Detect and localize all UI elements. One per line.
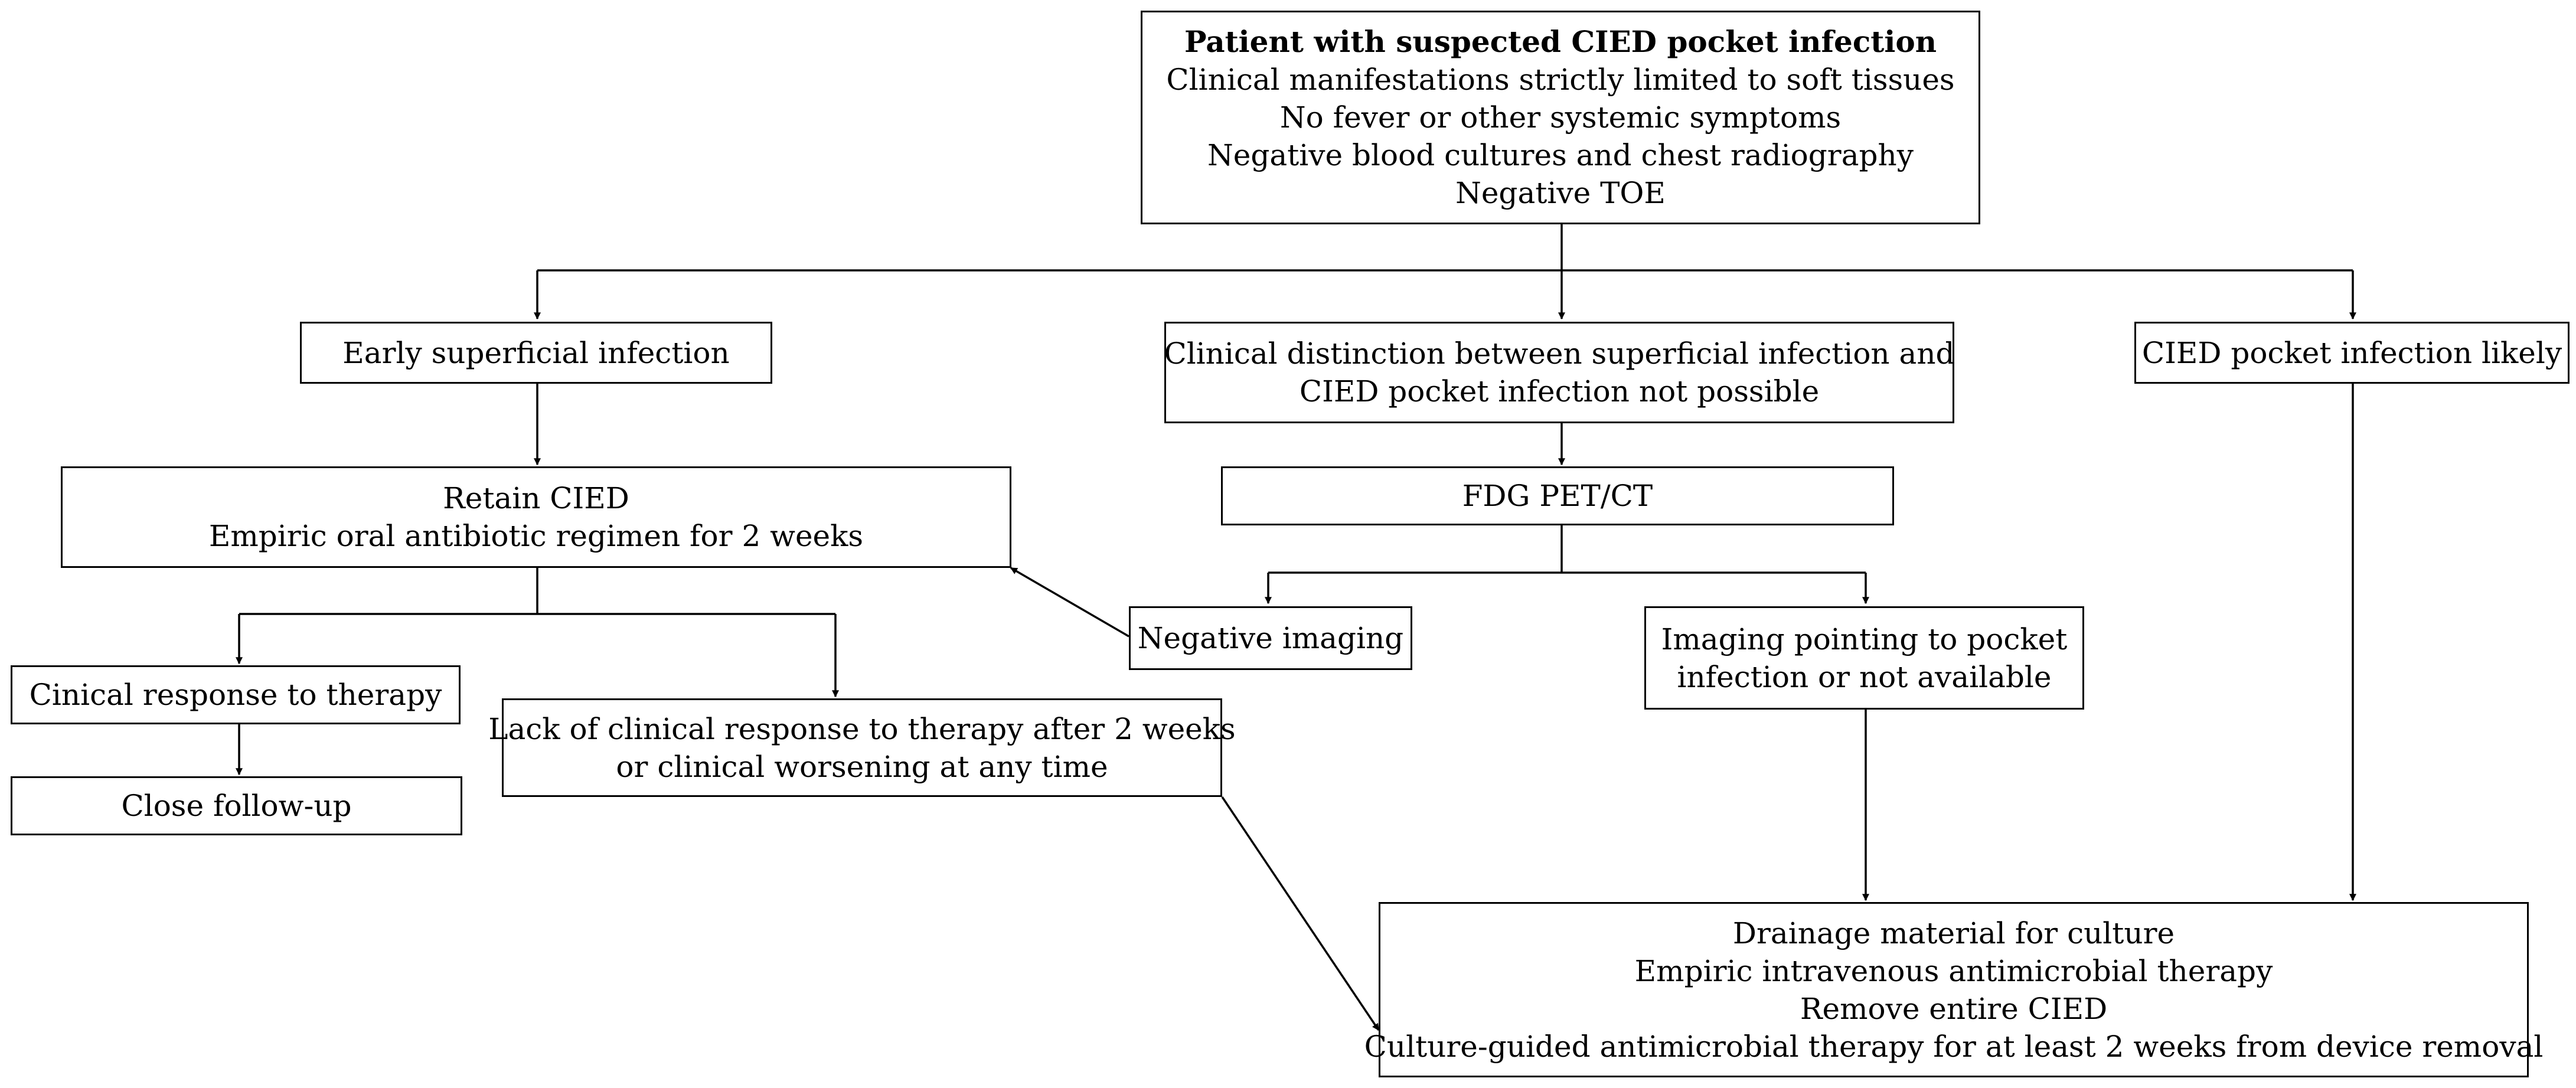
node-negative-imaging-label: Negative imaging <box>1137 621 1404 655</box>
node-clinical-response-label: Cinical response to therapy <box>29 678 442 712</box>
node-imaging-positive: Imaging pointing to pocket infection or … <box>1644 606 2084 710</box>
node-close-followup-label: Close follow-up <box>121 789 352 823</box>
node-fdg: FDG PET/CT <box>1221 466 1894 525</box>
node-imaging-positive-line-2: infection or not available <box>1677 659 2052 694</box>
node-distinction: Clinical distinction between superficial… <box>1164 322 1955 423</box>
node-start-line-4: Negative TOE <box>1455 176 1666 210</box>
node-drainage-line-3: Remove entire CIED <box>1800 991 2108 1026</box>
node-drainage-line-2: Empiric intravenous antimicrobial therap… <box>1634 953 2273 988</box>
node-start-line-1: Clinical manifestations strictly limited… <box>1166 63 1955 97</box>
node-close-followup: Close follow-up <box>11 776 462 835</box>
edge-negative-imaging-to-retain <box>1010 567 1129 638</box>
node-clinical-response: Cinical response to therapy <box>11 665 461 724</box>
node-drainage-line-4: Culture-guided antimicrobial therapy for… <box>1364 1029 2544 1064</box>
node-drainage: Drainage material for culture Empiric in… <box>1364 902 2543 1077</box>
node-early-superficial-label: Early superficial infection <box>342 335 730 370</box>
node-start-line-2: No fever or other systemic symptoms <box>1279 100 1842 135</box>
node-drainage-line-1: Drainage material for culture <box>1732 916 2175 950</box>
node-retain-line-2: Empiric oral antibiotic regimen for 2 we… <box>208 519 864 553</box>
node-lack-response-line-1: Lack of clinical response to therapy aft… <box>488 711 1236 746</box>
node-start: Patient with suspected CIED pocket infec… <box>1141 11 1980 224</box>
node-lack-response: Lack of clinical response to therapy aft… <box>488 698 1236 797</box>
node-pocket-likely: CIED pocket infection likely <box>2134 322 2570 384</box>
node-negative-imaging: Negative imaging <box>1129 606 1412 670</box>
node-start-line-3: Negative blood cultures and chest radiog… <box>1207 138 1914 172</box>
node-early-superficial: Early superficial infection <box>300 322 772 384</box>
node-distinction-line-1: Clinical distinction between superficial… <box>1164 336 1955 371</box>
node-distinction-line-2: CIED pocket infection not possible <box>1299 374 1820 409</box>
node-retain: Retain CIED Empiric oral antibiotic regi… <box>61 466 1011 568</box>
node-fdg-label: FDG PET/CT <box>1462 479 1653 513</box>
node-start-title: Patient with suspected CIED pocket infec… <box>1184 24 1937 59</box>
node-pocket-likely-label: CIED pocket infection likely <box>2141 335 2562 370</box>
edge-lack-response-to-drainage <box>1221 796 1380 1031</box>
node-imaging-positive-line-1: Imaging pointing to pocket <box>1661 622 2068 656</box>
node-lack-response-line-2: or clinical worsening at any time <box>616 749 1108 784</box>
node-retain-line-1: Retain CIED <box>443 481 629 515</box>
